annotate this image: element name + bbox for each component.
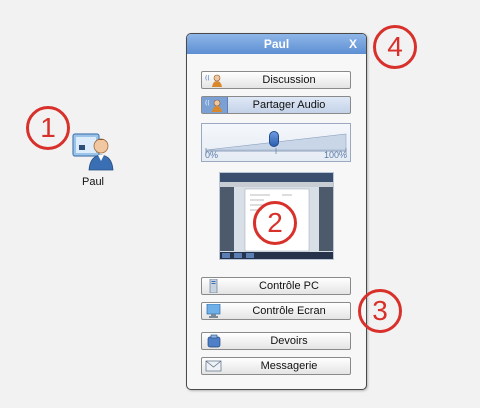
pc-control-label: Contrôle PC [259, 280, 319, 292]
volume-slider[interactable]: 0% 100% [201, 123, 351, 162]
audio-user-icon: (( [205, 98, 223, 112]
screen-control-button[interactable]: Contrôle Ecran [201, 302, 351, 320]
envelope-icon [205, 359, 223, 373]
callout-marker-3: 3 [358, 289, 402, 333]
chat-user-icon: (( [205, 73, 223, 87]
share-audio-button[interactable]: (( Partager Audio [201, 96, 351, 114]
pc-control-button[interactable]: Contrôle PC [201, 277, 351, 295]
share-audio-label: Partager Audio [252, 99, 326, 111]
volume-min-label: 0% [205, 150, 219, 160]
user-computer-icon [68, 130, 118, 172]
homework-box-icon [205, 334, 223, 348]
monitor-icon [205, 303, 223, 318]
messaging-label: Messagerie [260, 360, 318, 372]
screen-control-label: Contrôle Ecran [252, 305, 326, 317]
desktop-user-item[interactable]: Paul [68, 130, 118, 188]
volume-max-label: 100% [323, 150, 347, 160]
svg-text:((: (( [205, 100, 210, 107]
homework-button[interactable]: Devoirs [201, 332, 351, 350]
discussion-button[interactable]: (( Discussion [201, 71, 351, 89]
pc-tower-icon [205, 278, 223, 294]
svg-text:((: (( [205, 75, 210, 82]
close-button[interactable]: X [348, 37, 357, 51]
discussion-label: Discussion [262, 74, 316, 86]
callout-marker-1: 1 [26, 106, 70, 150]
desktop-user-label: Paul [81, 176, 105, 188]
callout-marker-2: 2 [253, 201, 297, 245]
panel-titlebar: Paul X [187, 34, 366, 54]
callout-marker-4: 4 [373, 25, 417, 69]
volume-thumb[interactable] [269, 131, 279, 147]
panel-title: Paul [263, 37, 290, 51]
messaging-button[interactable]: Messagerie [201, 357, 351, 375]
homework-label: Devoirs [270, 335, 308, 347]
